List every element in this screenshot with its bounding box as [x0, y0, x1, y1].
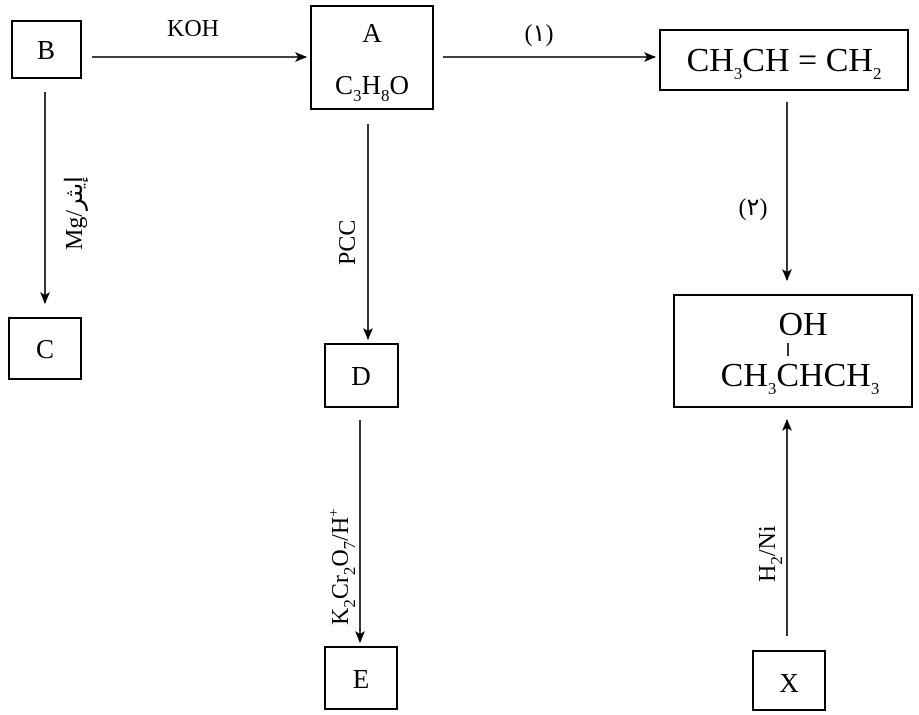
step-2-label: (٢) [739, 195, 768, 221]
node-a-label: A [362, 18, 382, 48]
node-e-label: E [353, 664, 370, 694]
reagent-pcc: PCC [335, 220, 361, 265]
node-propan-2-ol: OH CH3CHCH3 [673, 294, 913, 408]
node-x-label: X [779, 668, 799, 698]
node-c-label: C [36, 334, 54, 364]
node-d: D [324, 343, 399, 408]
node-propene: CH3CH = CH2 [659, 29, 909, 91]
step-1-label: (١) [525, 21, 554, 47]
node-e: E [324, 646, 398, 710]
node-b: B [11, 20, 82, 79]
propene-formula: CH3CH = CH2 [687, 42, 882, 83]
propanol-oh-label: OH [778, 306, 827, 343]
node-a: A C3H8O [310, 5, 434, 110]
reagent-h2-ni: H2/Ni [755, 525, 786, 582]
reagent-mg-ether: Mg/إيثر [62, 176, 88, 250]
reagent-dichromate-acid: K2Cr2O7/H+ [326, 508, 359, 625]
node-x: X [752, 650, 826, 711]
node-a-formula: C3H8O [335, 70, 409, 105]
node-c: C [8, 317, 82, 380]
node-d-label: D [351, 361, 371, 391]
reagent-koh: KOH [167, 16, 219, 42]
node-b-label: B [37, 35, 55, 65]
propanol-chain-formula: CH3CHCH3 [721, 357, 880, 398]
